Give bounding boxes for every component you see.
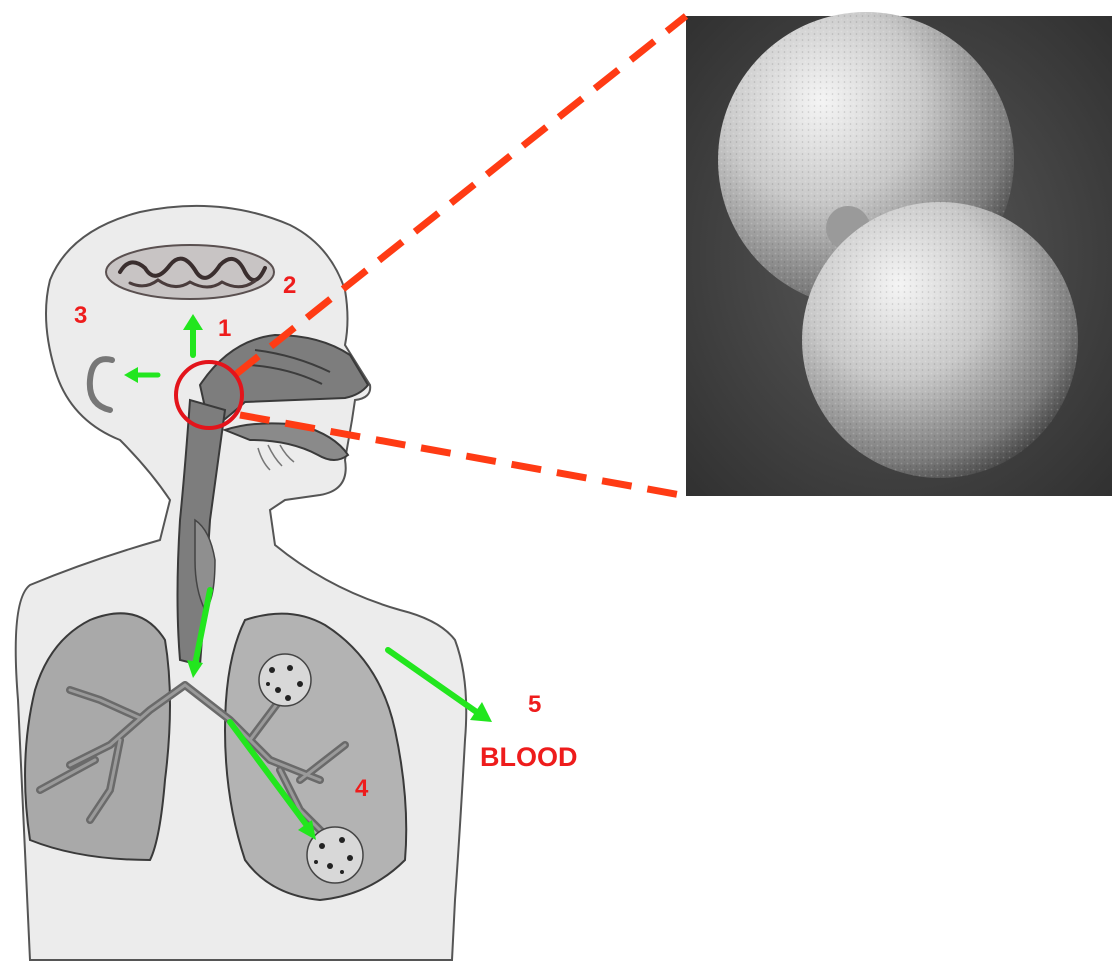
micrograph-panel bbox=[686, 12, 1112, 496]
label-site-2: 2 bbox=[283, 272, 296, 299]
infection-cluster-lower bbox=[307, 827, 363, 883]
brain-icon bbox=[106, 245, 274, 299]
label-site-1: 1 bbox=[218, 315, 231, 342]
label-blood: BLOOD bbox=[480, 742, 578, 772]
label-site-3: 3 bbox=[74, 302, 87, 329]
label-site-4: 4 bbox=[355, 775, 369, 802]
label-site-5: 5 bbox=[528, 691, 541, 718]
infection-cluster-upper bbox=[259, 654, 311, 706]
